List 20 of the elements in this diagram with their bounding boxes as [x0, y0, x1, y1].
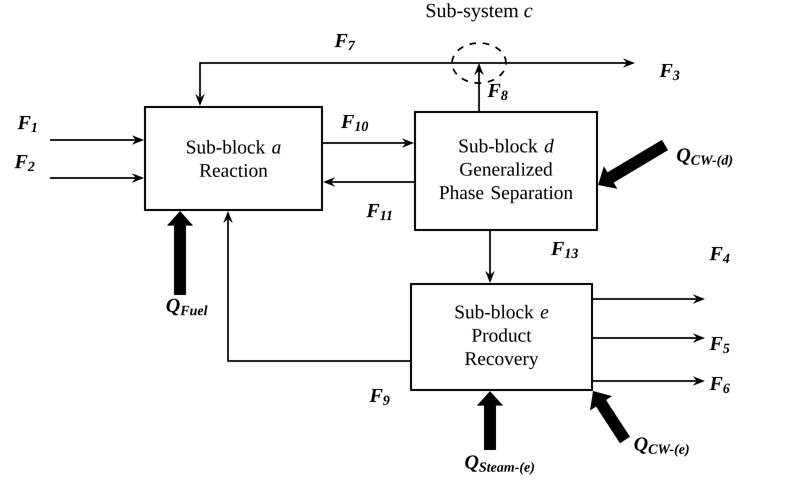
stream-label: F$_{9}$ [369, 388, 390, 406]
stream-label: F$_{3}$ [659, 64, 680, 80]
stream-label: F$_{13}$ [550, 242, 578, 258]
stream-label: F$_{7}$ [334, 34, 356, 50]
stream-label: Q$_{Steam-(e)}$ [465, 455, 534, 475]
process-box: Sub-block d Generalized Phase Separation [414, 111, 598, 231]
stream-label: F$_{5}$ [709, 336, 730, 354]
process-box: Sub-block e Product Recovery [410, 283, 593, 391]
stream-label: F$_{4}$ [709, 247, 730, 263]
stream-label: F$_{10}$ [340, 114, 368, 132]
stream-label: Q$_{CW-(e)}$ [634, 437, 689, 457]
stream-label: F$_{6}$ [709, 376, 730, 394]
stream-label: Q$_{Fuel}$ [166, 298, 208, 316]
stream-label: F$_{8}$ [487, 84, 508, 100]
process-box: Sub-block a Reaction [144, 106, 323, 211]
stream-label: F$_{2}$ [14, 155, 34, 171]
stream-label: F$_{11}$ [366, 204, 392, 220]
stream-label: Q$_{CW-(d)}$ [677, 148, 732, 168]
stream-label: F$_{1}$ [17, 116, 36, 132]
node-label: Sub-system c [426, 3, 532, 22]
